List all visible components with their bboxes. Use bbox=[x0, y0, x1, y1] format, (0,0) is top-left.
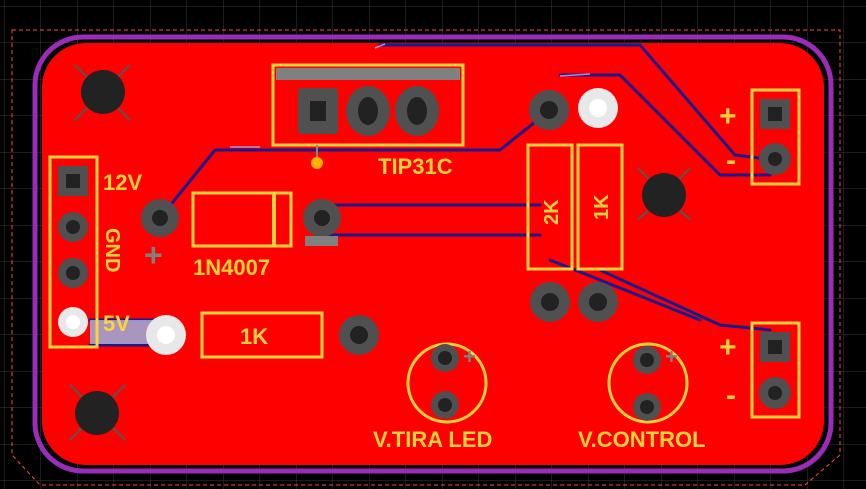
output-connector-bottom: + - bbox=[719, 321, 801, 419]
output-bottom-plus-label: + bbox=[719, 331, 737, 364]
label-tip31c: TIP31C bbox=[378, 154, 453, 179]
output-bottom-minus-label: - bbox=[726, 379, 736, 412]
label-gnd: GND bbox=[101, 228, 123, 272]
output-top-minus-label: - bbox=[726, 144, 736, 177]
pot-led-outline bbox=[406, 342, 488, 424]
transistor-outline bbox=[271, 63, 465, 147]
pot-control-plus: + bbox=[665, 344, 678, 369]
output-top-outline bbox=[750, 88, 801, 186]
pot-control-outline bbox=[607, 342, 689, 424]
pot-v-control: + V.CONTROL bbox=[578, 342, 706, 452]
pot-v-tira-led: + V.TIRA LED bbox=[373, 342, 492, 452]
diode-outline bbox=[191, 191, 293, 248]
transistor-tab bbox=[276, 68, 460, 80]
traces bbox=[88, 43, 777, 347]
output-connector-top: + - bbox=[719, 88, 801, 186]
resistor-1k-horizontal: 1K bbox=[146, 311, 379, 359]
output-bottom-outline bbox=[750, 321, 801, 419]
label-v-control: V.CONTROL bbox=[578, 427, 706, 452]
mounting-hole-top-left bbox=[74, 64, 131, 121]
board-outline bbox=[32, 34, 834, 474]
diode-polarity-plus: + bbox=[144, 237, 163, 273]
output-top-plus-label: + bbox=[719, 100, 737, 133]
resistor-1k-outline bbox=[200, 311, 324, 359]
resistor-2k: 2K bbox=[526, 143, 574, 322]
label-5v: 5V bbox=[103, 311, 130, 336]
resistor-2k-outline bbox=[526, 143, 574, 271]
label-1k-vertical: 1K bbox=[591, 194, 613, 220]
vias-top bbox=[529, 88, 618, 130]
diode-1n4007: + 1N4007 bbox=[141, 191, 341, 280]
transistor-tip31c: TIP31C bbox=[271, 63, 465, 179]
power-connector-outline bbox=[48, 155, 99, 349]
pot-led-plus: + bbox=[463, 344, 476, 369]
mounting-holes bbox=[69, 64, 691, 441]
mounting-hole-right bbox=[637, 167, 691, 221]
label-12v: 12V bbox=[103, 170, 142, 195]
mounting-hole-bottom-left bbox=[69, 384, 126, 441]
power-connector: 12V GND 5V bbox=[48, 155, 142, 349]
keepout-outline bbox=[11, 29, 841, 486]
label-1k-horizontal: 1K bbox=[240, 324, 268, 349]
resistor-1k-vertical: 1K bbox=[576, 143, 624, 322]
label-2k: 2K bbox=[541, 199, 563, 225]
label-1n4007: 1N4007 bbox=[193, 255, 270, 280]
resistor-1k-vertical-outline bbox=[576, 143, 624, 271]
trace-highlights bbox=[230, 43, 591, 148]
pin1-marker bbox=[311, 157, 323, 169]
label-v-tira-led: V.TIRA LED bbox=[373, 427, 492, 452]
